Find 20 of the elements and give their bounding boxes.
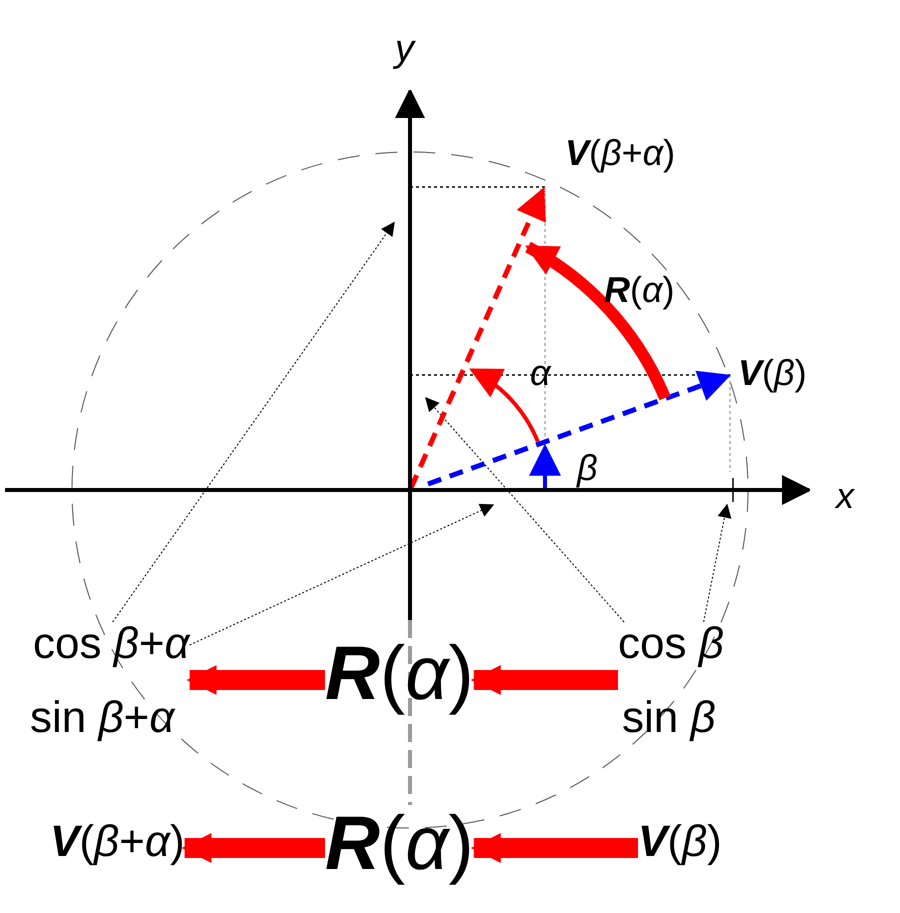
leader-line	[189, 504, 494, 646]
math-text: V(β+α)	[50, 820, 185, 864]
math-text: cos β	[618, 622, 724, 666]
leader-line	[425, 397, 625, 622]
rotation-label: R(α)	[604, 272, 675, 308]
vector-label: V(β)	[738, 355, 807, 391]
leader-line	[703, 504, 732, 622]
leader-line	[112, 222, 395, 622]
angle-label: β	[577, 450, 598, 486]
block-arrow	[470, 833, 638, 863]
math-text: V(β)	[638, 820, 722, 864]
axis-label: y	[395, 30, 414, 68]
block-arrow	[186, 665, 325, 695]
math-text: cos β+α	[32, 622, 190, 666]
math-text: sin β	[621, 696, 717, 740]
block-arrow	[470, 665, 618, 695]
block-arrow	[182, 833, 325, 863]
angle-label: α	[530, 355, 551, 391]
vector-label: V(β+α)	[565, 135, 676, 171]
axis-label: x	[836, 478, 854, 514]
